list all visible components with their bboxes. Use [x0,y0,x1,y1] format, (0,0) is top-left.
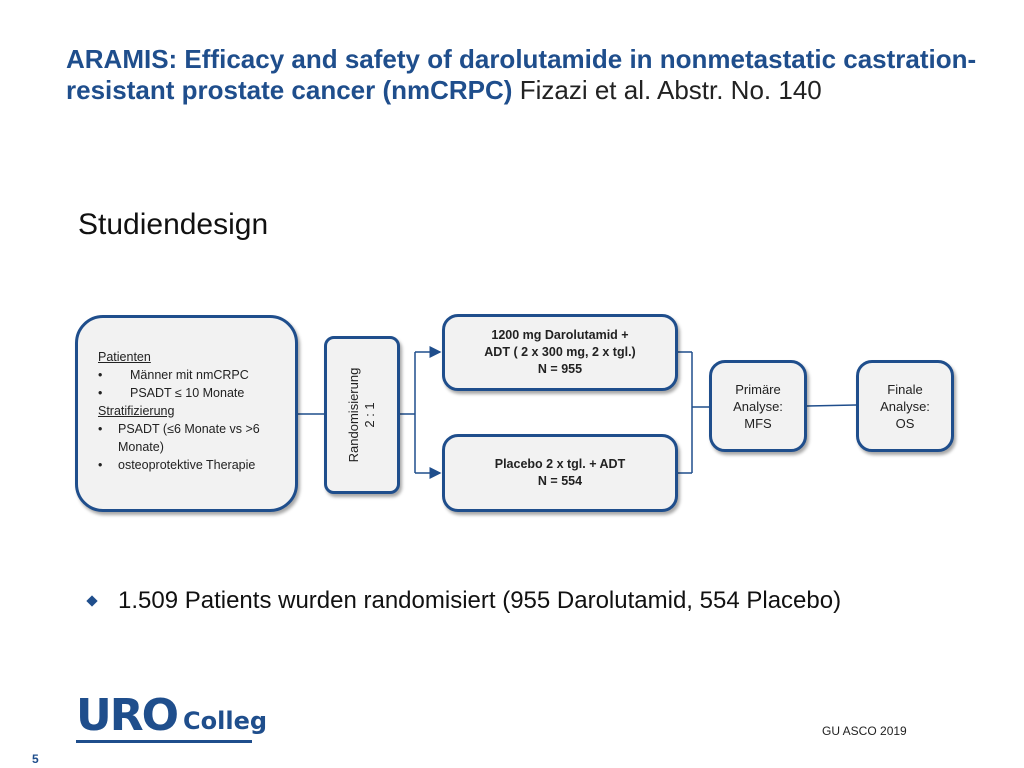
darolutamide-arm-line: ADT ( 2 x 300 mg, 2 x tgl.) [484,345,636,359]
stratification-item: PSADT (≤6 Monate vs >6 Monate) [98,420,285,456]
final-analysis-line: Finale [887,381,923,397]
patients-item: PSADT ≤ 10 Monate [98,384,285,402]
final-analysis-line: Analyse: [880,398,930,414]
randomization-text: Randomisierung 2 : 1 [346,368,378,463]
logo-uro-text: URO [76,690,179,741]
section-heading: Studiendesign [78,208,269,241]
stratification-item: osteoprotektive Therapie [98,456,285,474]
connector-primary-final [806,404,857,407]
page-number: 5 [32,752,39,766]
urocolleg-logo: URO Colleg [76,690,268,741]
placebo-arm-box: Placebo 2 x tgl. + ADT N = 554 [442,434,678,512]
title-citation: Fizazi et al. Abstr. No. 140 [519,75,822,105]
slide-title: ARAMIS: Efficacy and safety of darolutam… [66,44,986,106]
stratification-heading: Stratifizierung [98,404,175,418]
patients-item: Männer mit nmCRPC [98,366,285,384]
summary-bullet: 1.509 Patients wurden randomisiert (955 … [118,587,842,614]
patients-list: Männer mit nmCRPC PSADT ≤ 10 Monate [98,366,285,402]
placebo-arm-line: Placebo 2 x tgl. + ADT [494,457,626,471]
darolutamide-arm-box: 1200 mg Darolutamid + ADT ( 2 x 300 mg, … [442,314,678,391]
randomization-label: Randomisierung [346,367,361,463]
randomization-box: Randomisierung 2 : 1 [324,336,400,494]
primary-analysis-box: Primäre Analyse: MFS [709,360,807,452]
randomization-ratio: 2 : 1 [362,402,377,428]
darolutamide-arm-n: N = 955 [537,362,583,376]
patients-box: Patienten Männer mit nmCRPC PSADT ≤ 10 M… [75,315,298,512]
logo-colleg-text: Colleg [183,707,268,735]
final-analysis-endpoint: OS [895,415,915,431]
primary-analysis-line: Primäre [735,381,781,397]
placebo-arm-n: N = 554 [537,474,583,488]
logo-underline [76,740,252,743]
patients-heading: Patienten [98,350,151,364]
conference-label: GU ASCO 2019 [822,724,907,738]
primary-analysis-line: Analyse: [733,398,783,414]
primary-analysis-endpoint: MFS [744,415,772,431]
darolutamide-arm-line: 1200 mg Darolutamid + [491,328,629,342]
title-main: ARAMIS: Efficacy and safety of darolutam… [66,44,977,105]
final-analysis-box: Finale Analyse: OS [856,360,954,452]
stratification-list: PSADT (≤6 Monate vs >6 Monate) osteoprot… [98,420,285,474]
